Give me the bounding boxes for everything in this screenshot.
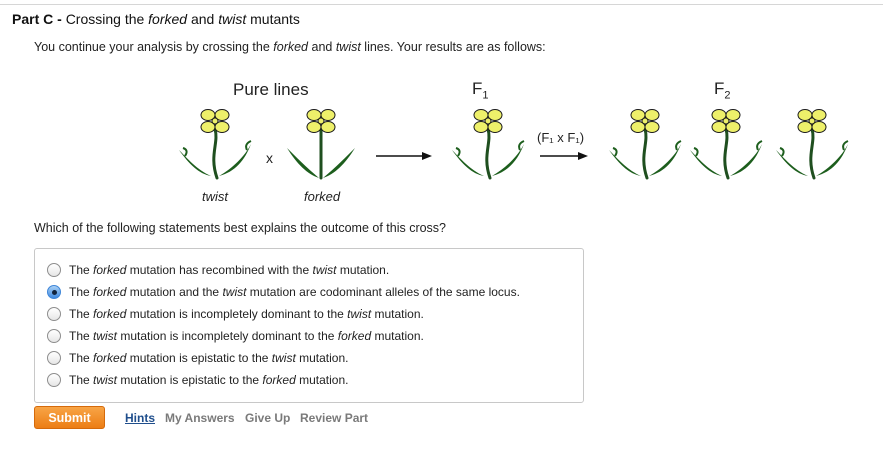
f2-flower-1 (609, 109, 682, 180)
review-part-link[interactable]: Review Part (300, 411, 369, 425)
cross-diagram-graphic (179, 109, 849, 180)
my-answers-link[interactable]: My Answers (165, 411, 235, 425)
cross-symbol: x (266, 150, 273, 166)
cross-diagram: Pure lines F1 F2 (F₁ x F₁) x twist forke… (0, 70, 883, 215)
action-bar: Submit Hints My Answers Give Up Review P… (34, 406, 534, 430)
radio-button[interactable] (47, 351, 61, 365)
intro-part: lines. Your results are as follows: (360, 40, 546, 54)
forked-label: forked (304, 189, 341, 204)
selfing-label: (F₁ x F₁) (537, 130, 585, 145)
give-up-link[interactable]: Give Up (245, 411, 291, 425)
choice-2[interactable]: The forked mutation and the twist mutati… (47, 283, 520, 301)
part-title-forked: forked (148, 11, 188, 27)
choice-text: The twist mutation is incompletely domin… (69, 329, 424, 343)
choice-4[interactable]: The twist mutation is incompletely domin… (47, 327, 424, 345)
choice-3[interactable]: The forked mutation is incompletely domi… (47, 305, 424, 323)
question-text: Which of the following statements best e… (34, 221, 447, 235)
radio-button-selected[interactable] (47, 285, 61, 299)
part-label: Part C - (12, 11, 62, 27)
intro-twist: twist (335, 40, 361, 54)
part-title: Part C - Crossing the forked and twist m… (12, 11, 300, 27)
choice-text: The forked mutation and the twist mutati… (69, 285, 520, 299)
part-title-and: and (187, 11, 219, 27)
twist-parent-flower (179, 109, 252, 180)
selfing-arrow (540, 152, 588, 160)
radio-button[interactable] (47, 329, 61, 343)
answer-choices: The forked mutation has recombined with … (34, 248, 584, 403)
intro-forked: forked (273, 40, 309, 54)
part-title-text: Crossing the (65, 11, 149, 27)
intro-text: You continue your analysis by crossing t… (34, 40, 546, 54)
intro-part: and (308, 40, 336, 54)
hints-link[interactable]: Hints (125, 411, 155, 425)
f1-label: F1 (472, 79, 489, 102)
radio-button[interactable] (47, 263, 61, 277)
choice-text: The forked mutation is incompletely domi… (69, 307, 424, 321)
choice-text: The forked mutation has recombined with … (69, 263, 390, 277)
cross-arrow (376, 152, 432, 160)
choice-1[interactable]: The forked mutation has recombined with … (47, 261, 389, 279)
submit-button[interactable]: Submit (34, 406, 105, 429)
f2-flower-3 (776, 109, 849, 180)
intro-part: You continue your analysis by crossing t… (34, 40, 274, 54)
part-title-twist: twist (218, 11, 247, 27)
forked-parent-flower (287, 109, 355, 180)
radio-button[interactable] (47, 373, 61, 387)
f1-flower (452, 109, 525, 180)
pure-lines-label: Pure lines (233, 80, 309, 99)
twist-label: twist (202, 189, 228, 204)
radio-button[interactable] (47, 307, 61, 321)
choice-text: The forked mutation is epistatic to the … (69, 351, 349, 365)
f2-flower-2 (690, 109, 763, 180)
choice-text: The twist mutation is epistatic to the f… (69, 373, 349, 387)
top-divider (0, 4, 883, 5)
choice-5[interactable]: The forked mutation is epistatic to the … (47, 349, 348, 367)
part-title-end: mutants (246, 11, 300, 27)
choice-6[interactable]: The twist mutation is epistatic to the f… (47, 371, 348, 389)
f2-label: F2 (714, 79, 731, 102)
